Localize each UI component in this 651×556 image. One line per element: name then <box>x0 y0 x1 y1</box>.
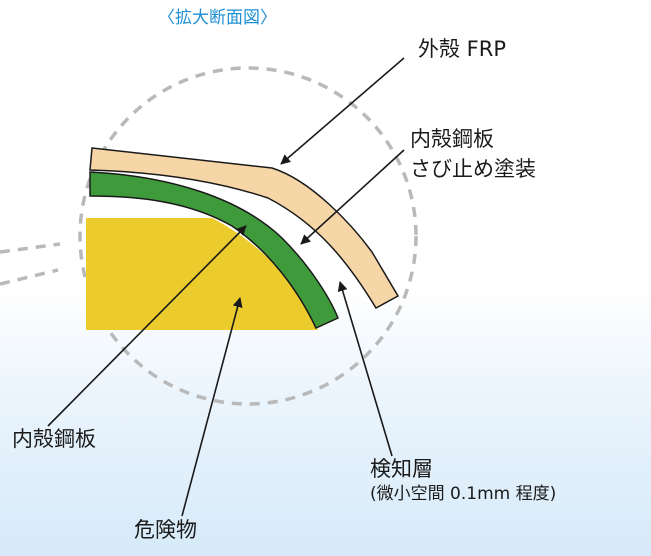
inner-shell-arrow <box>47 225 247 427</box>
magnification-circle <box>78 66 418 406</box>
detection-layer-note: (微小空間 0.1mm 程度) <box>370 484 557 505</box>
detection-layer-title: 検知層 <box>370 457 433 481</box>
outer-shell-label: 外殻 FRP <box>418 37 507 61</box>
outer-shell-arrow <box>280 57 405 165</box>
inner-shell-label: 内殻鋼板 <box>12 427 96 451</box>
magnification-lead-line <box>0 242 61 254</box>
inner-steel-shell <box>89 171 339 329</box>
hazardous-material-label: 危険物 <box>134 518 197 542</box>
coating-label-line2: さび止め塗装 <box>410 157 536 181</box>
detection-layer-label: 検知層 (微小空間 0.1mm 程度) <box>370 456 556 506</box>
detection-layer-arrow <box>337 281 393 457</box>
coating-label-line1: 内殻鋼板 <box>410 127 494 151</box>
outer-frp-shell <box>89 147 400 310</box>
diagram-title: 〈拡大断面図〉 <box>158 8 277 28</box>
coating-label: 内殻鋼板 さび止め塗装 <box>410 124 536 184</box>
coating-arrow <box>300 149 405 245</box>
hazardous-arrow <box>181 297 243 517</box>
magnification-lead-line-lower <box>0 268 59 286</box>
hazardous-material-region <box>86 218 318 330</box>
